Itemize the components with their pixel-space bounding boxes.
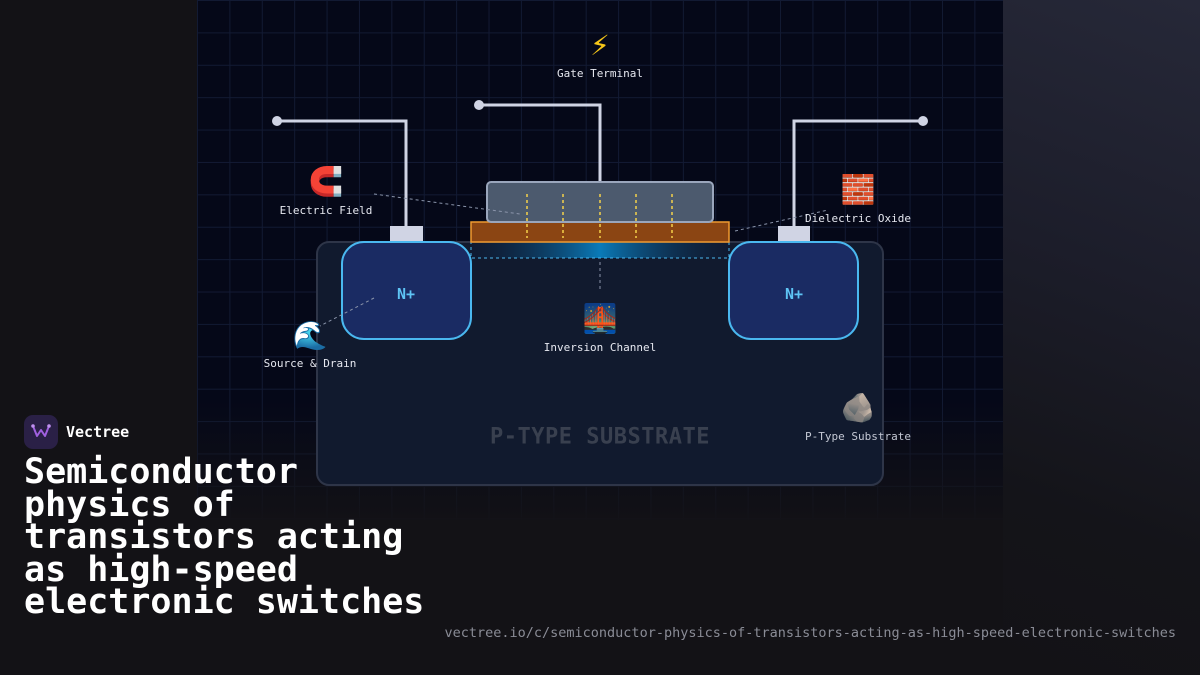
substrate-text: P-TYPE SUBSTRATE	[490, 424, 710, 450]
drain-wire	[792, 119, 923, 228]
bridge-icon: 🌉	[582, 302, 618, 335]
source-drain-label: Source & Drain	[263, 357, 357, 370]
lightning-icon: ⚡	[590, 29, 610, 62]
source-wire	[277, 119, 408, 228]
magnet-icon: 🧲	[308, 165, 344, 198]
electric-field-lines	[526, 194, 673, 238]
drain-contact	[778, 226, 810, 243]
inversion-channel-label: Inversion Channel	[543, 341, 657, 354]
p-type-substrate-label: P-Type Substrate	[805, 430, 911, 443]
callout-lines	[319, 193, 829, 327]
gate-terminal-label: Gate Terminal	[556, 67, 644, 80]
inversion-channel	[471, 242, 729, 258]
wave-icon: 🌊	[292, 319, 328, 352]
electric-field-label: Electric Field	[279, 204, 373, 217]
vectree-logo-icon	[24, 415, 58, 449]
gate-wire-terminal	[474, 100, 484, 110]
brick-icon: 🧱	[840, 173, 876, 206]
drain-n-well	[728, 241, 859, 340]
source-url: vectree.io/c/semiconductor-physics-of-tr…	[444, 625, 1177, 641]
source-n-well	[341, 241, 472, 340]
gate-wire	[479, 103, 602, 182]
source-wire-terminal	[272, 116, 282, 126]
page-title: Semiconductor physics of transistors act…	[24, 452, 425, 622]
drain-wire-terminal	[918, 116, 928, 126]
brand: Vectree	[24, 415, 129, 449]
drain-well-label: N+	[784, 285, 804, 303]
source-well-label: N+	[396, 285, 416, 303]
source-contact	[390, 226, 423, 243]
rock-icon: 🪨	[840, 391, 876, 424]
dielectric-oxide-label: Dielectric Oxide	[805, 212, 911, 225]
brand-name: Vectree	[66, 423, 130, 441]
background-gradient	[1003, 0, 1200, 675]
